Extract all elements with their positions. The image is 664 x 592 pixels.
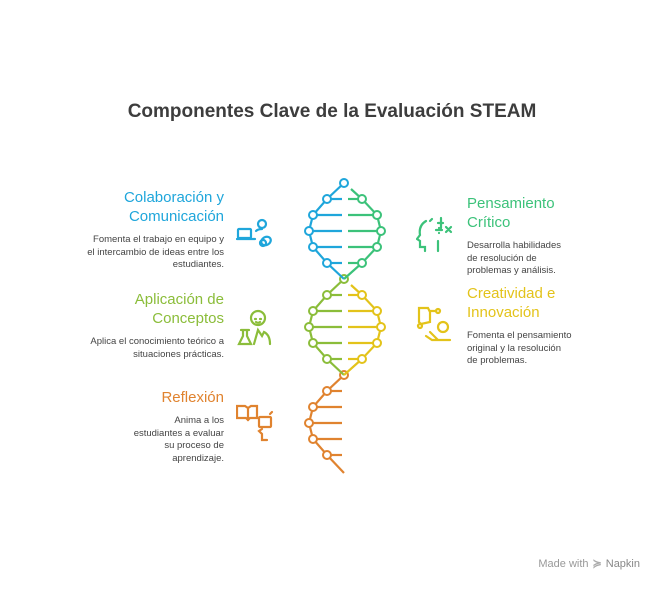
component-title: Reflexión — [161, 389, 224, 406]
component-title: Innovación — [467, 304, 540, 321]
napkin-logo-icon: ≽ — [592, 558, 602, 570]
component-desc: Anima a los estudiantes a evaluar su pro… — [133, 415, 224, 464]
helix-node — [376, 322, 386, 332]
helix-node — [308, 434, 318, 444]
helix-node — [322, 290, 332, 300]
made-with-label: Made with — [538, 557, 589, 570]
component-reflexion: Reflexión Anima a los estudiantes a eval… — [84, 388, 224, 465]
presenter-idea-icon — [416, 306, 452, 342]
book-reflection-icon — [236, 404, 274, 442]
helix-node — [304, 418, 314, 428]
component-desc: Aplica el conocimiento teórico a situaci… — [90, 336, 224, 360]
component-creatividad: Creatividad e Innovación Fomenta el pensa… — [467, 284, 573, 368]
footer-branding: Made with ≽ Napkin — [538, 557, 640, 571]
component-title: Conceptos — [152, 310, 224, 327]
component-title: Colaboración y — [123, 189, 224, 206]
helix-node — [357, 194, 367, 204]
component-aplicacion: Aplicación de Conceptos Aplica el conocim… — [84, 290, 224, 361]
component-title: Creatividad e — [467, 285, 556, 302]
helix-node — [322, 258, 332, 268]
helix-node — [372, 306, 382, 316]
helix-node — [339, 178, 349, 188]
helix-node — [308, 242, 318, 252]
laptop-people-icon — [236, 218, 272, 248]
component-title: Aplicación de — [134, 291, 224, 308]
helix-node — [308, 306, 318, 316]
helix-node — [304, 226, 314, 236]
helix-node — [357, 354, 367, 364]
helix-node — [322, 194, 332, 204]
helix-node — [376, 226, 386, 236]
component-desc: Fomenta el pensamiento original y la res… — [467, 330, 572, 366]
helix-node — [308, 338, 318, 348]
helix-node — [322, 386, 332, 396]
helix-node — [304, 322, 314, 332]
napkin-brand: Napkin — [605, 557, 640, 570]
helix-node — [322, 450, 332, 460]
page-title: Componentes Clave de la Evaluación STEAM — [127, 101, 537, 122]
component-title: Comunicación — [128, 208, 224, 225]
component-title: Pensamiento — [467, 195, 555, 212]
helix-node — [357, 290, 367, 300]
scientist-flask-icon — [237, 309, 272, 346]
helix-node — [372, 242, 382, 252]
component-title: Crítico — [467, 214, 511, 231]
helix-node — [322, 354, 332, 364]
head-math-icon — [416, 216, 453, 253]
helix-node — [372, 210, 382, 220]
component-colaboracion: Colaboración y Comunicación Fomenta el tr… — [84, 188, 224, 272]
helix-node — [308, 210, 318, 220]
helix-node — [357, 258, 367, 268]
component-desc: Fomenta el trabajo en equipo y el interc… — [87, 234, 224, 270]
component-desc: Desarrolla habilidades de resolución de … — [467, 240, 561, 276]
helix-node — [372, 338, 382, 348]
helix-node — [308, 402, 318, 412]
